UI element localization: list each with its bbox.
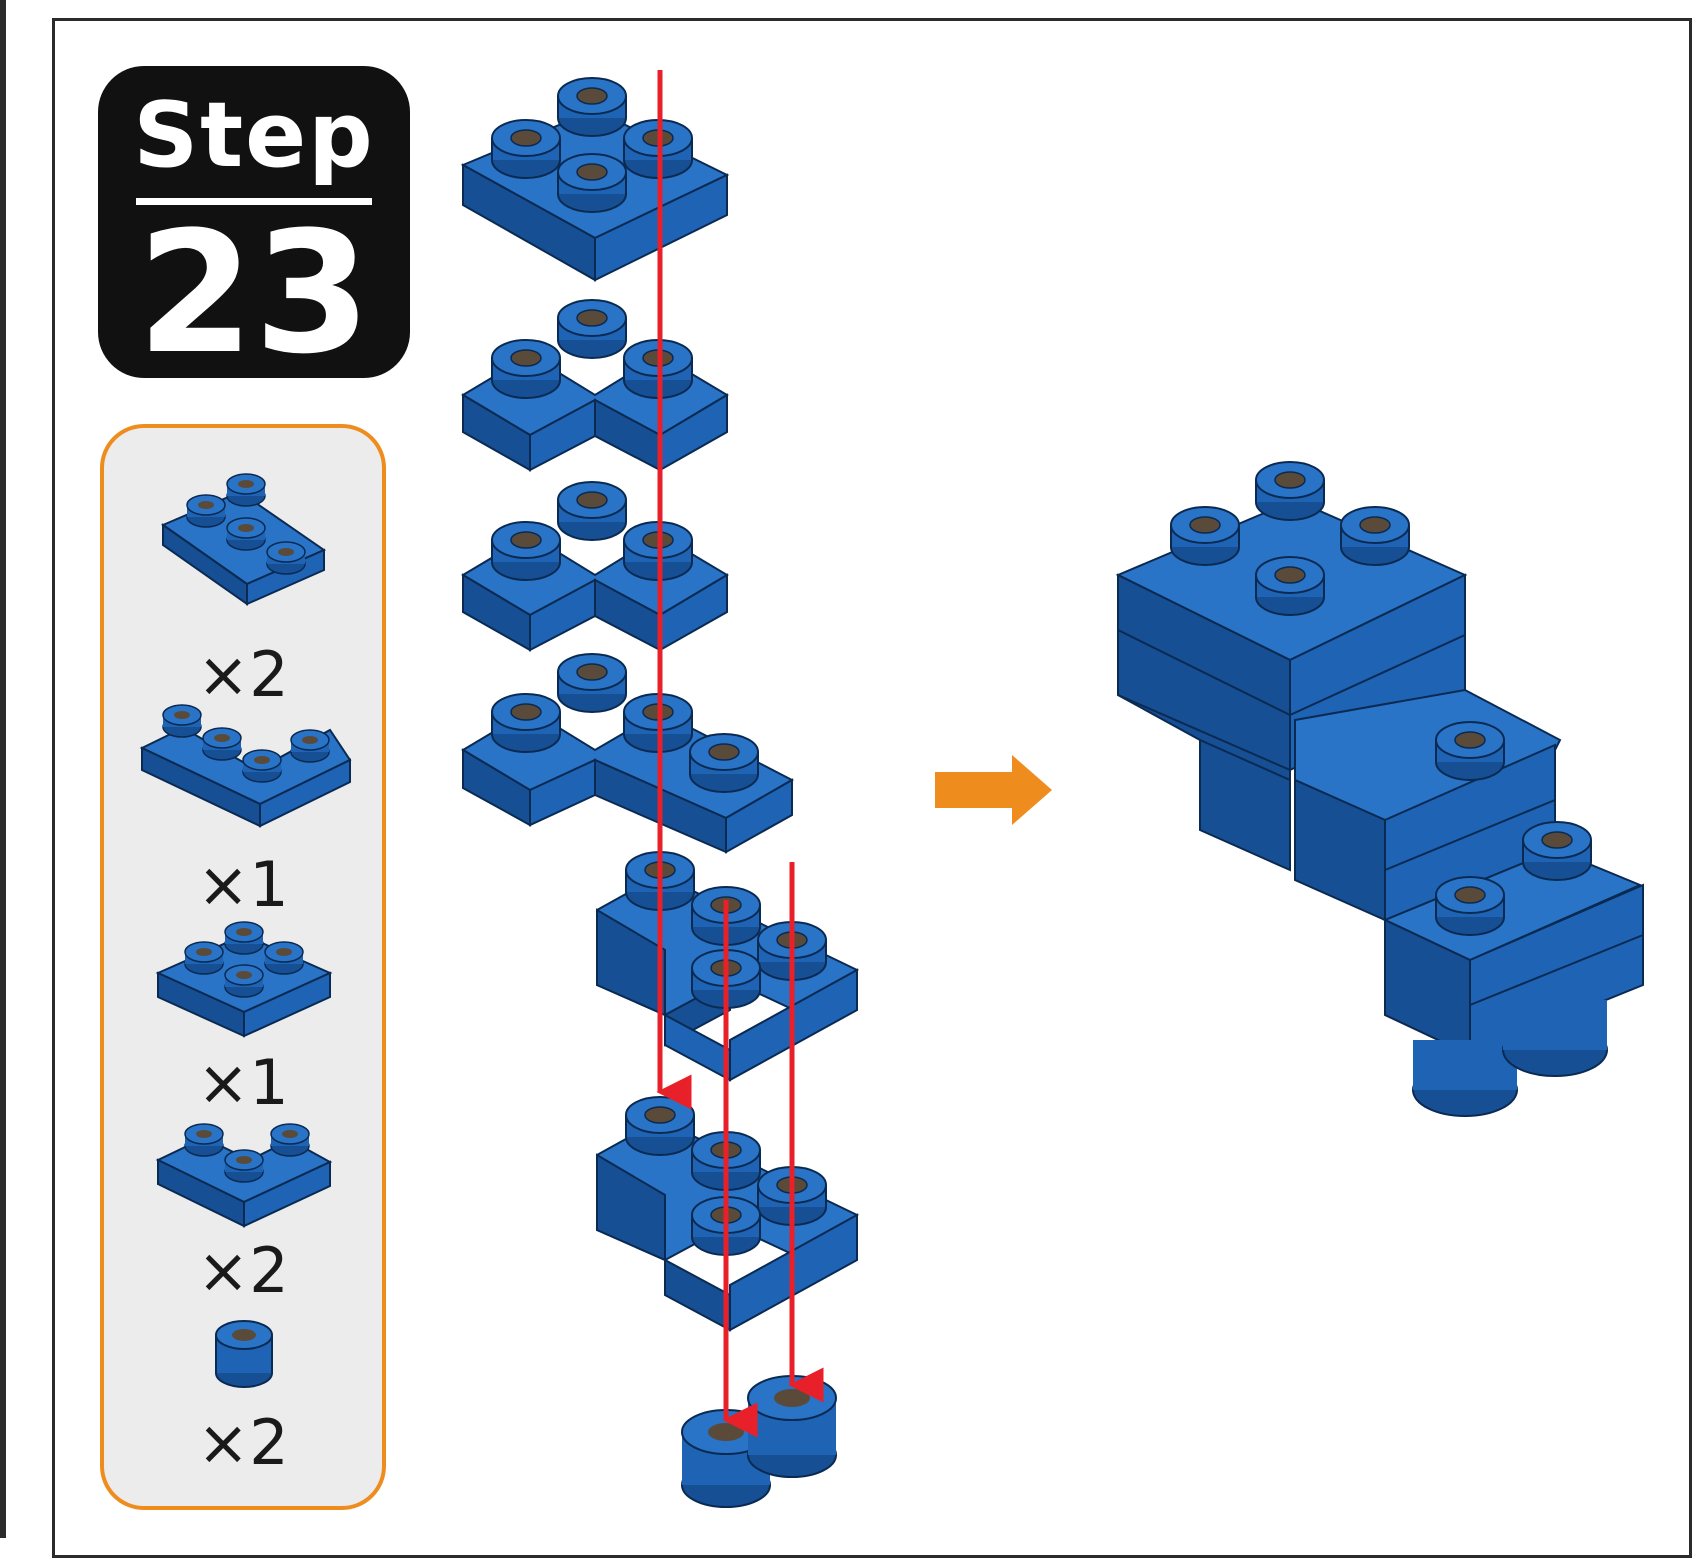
step-frame	[52, 18, 1692, 1558]
part-quantity-5: ×2	[197, 1406, 289, 1479]
step-label: Step	[133, 83, 375, 188]
exploded-layer-4	[461, 653, 795, 854]
u-plate-5-stud-icon	[139, 704, 352, 828]
page-edge-rule	[0, 0, 6, 1538]
exploded-layer-3	[461, 481, 729, 652]
square-plate-4-stud-icon	[155, 921, 333, 1038]
step-number: 23	[137, 195, 371, 391]
round-stud-icon	[215, 1320, 273, 1388]
assembled-model	[1115, 461, 1644, 1117]
result-arrow	[935, 755, 1052, 825]
exploded-layer-2	[461, 299, 729, 472]
exploded-layer-1	[460, 77, 730, 282]
insertion-arrows	[656, 70, 824, 1438]
part-quantity-3: ×1	[197, 1046, 289, 1119]
exploded-round-studs	[681, 1375, 837, 1508]
step-badge: Step 23	[98, 66, 410, 391]
part-quantity-2: ×1	[197, 848, 289, 921]
part-quantity-4: ×2	[197, 1234, 289, 1307]
l-plate-4-stud-icon	[160, 473, 327, 606]
step-divider	[136, 198, 372, 205]
part-quantity-1: ×2	[197, 638, 289, 711]
l-plate-3-stud-icon	[155, 1123, 333, 1228]
